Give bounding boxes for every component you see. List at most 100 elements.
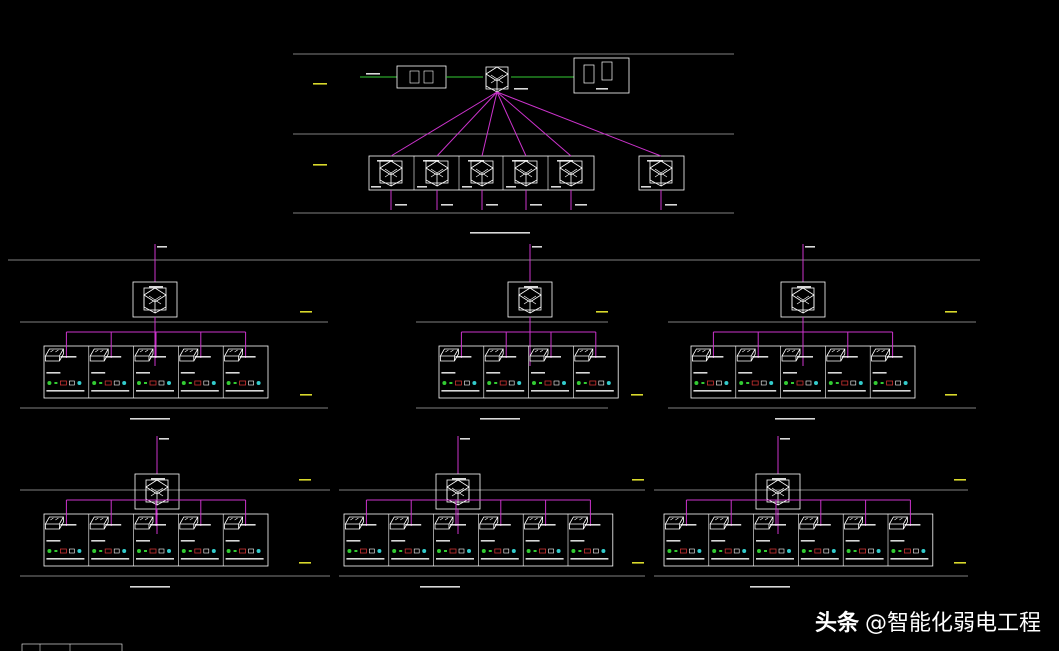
port-indicator xyxy=(181,549,186,553)
access-switch-label xyxy=(589,356,606,358)
port-indicator xyxy=(733,548,740,554)
port-indicator xyxy=(712,549,717,553)
access-switch-label xyxy=(680,524,697,526)
access-switch-label xyxy=(346,540,361,542)
port-indicator xyxy=(158,548,165,554)
server-tower-icon xyxy=(601,61,613,81)
port-indicator xyxy=(701,382,705,384)
port-indicator xyxy=(158,380,165,386)
port-indicator xyxy=(144,550,147,552)
port-spec-label xyxy=(872,390,911,392)
port-indicator xyxy=(47,381,52,385)
access-switch-label xyxy=(756,540,770,542)
access-switch-icon xyxy=(781,348,801,362)
aggregation-switch-icon xyxy=(470,160,494,187)
access-switch-label xyxy=(150,356,166,358)
aggregation-link xyxy=(496,91,572,157)
port-indicator xyxy=(764,550,767,552)
port-indicator xyxy=(167,381,171,385)
aggregation-link xyxy=(496,91,662,157)
section-caption xyxy=(750,586,790,588)
floor-label xyxy=(299,562,311,564)
floor-switch-icon xyxy=(143,287,167,314)
port-spec-label xyxy=(180,390,219,392)
port-indicator xyxy=(422,549,427,553)
port-indicator xyxy=(805,380,812,386)
port-indicator xyxy=(576,381,581,385)
port-indicator xyxy=(99,382,103,384)
access-switch-icon xyxy=(889,516,908,530)
port-indicator xyxy=(472,381,477,385)
port-indicator xyxy=(598,380,605,386)
port-indicator xyxy=(886,380,893,386)
access-switch-icon xyxy=(736,348,756,362)
floor-switch-icon xyxy=(518,287,542,314)
port-indicator xyxy=(517,381,522,385)
access-switch-label xyxy=(711,540,726,542)
access-switch-icon xyxy=(439,348,459,362)
floor-switch-icon xyxy=(766,479,790,506)
port-indicator xyxy=(895,380,901,386)
port-spec-label xyxy=(711,558,750,560)
port-indicator xyxy=(544,380,552,386)
access-switch-icon xyxy=(179,348,199,362)
access-switch-icon xyxy=(224,516,244,530)
port-spec-label xyxy=(783,390,821,392)
access-switch-label xyxy=(904,524,921,526)
uplink-label xyxy=(780,438,790,440)
downlink-label xyxy=(530,204,542,206)
aggregation-switch-icon xyxy=(649,160,673,187)
port-indicator xyxy=(104,548,112,554)
access-switch-icon xyxy=(389,516,409,530)
internet-label xyxy=(366,73,380,75)
access-switch-label xyxy=(225,372,240,374)
downlink-label xyxy=(486,204,498,206)
port-indicator xyxy=(54,382,58,384)
access-switch-label xyxy=(480,540,495,542)
access-switch-icon xyxy=(692,348,711,362)
floor-switch-icon xyxy=(446,479,470,506)
port-indicator xyxy=(859,548,866,554)
section-caption xyxy=(480,418,520,420)
port-indicator xyxy=(742,549,747,553)
port-indicator xyxy=(601,549,606,553)
port-indicator xyxy=(399,550,403,552)
access-switch-label xyxy=(60,524,77,526)
port-indicator xyxy=(194,380,202,386)
access-group xyxy=(339,436,645,588)
firewall-icon xyxy=(423,70,434,84)
port-indicator xyxy=(194,548,202,554)
access-switch-icon xyxy=(434,516,454,530)
port-spec-label xyxy=(391,558,430,560)
port-indicator xyxy=(392,549,397,553)
aggregation-link xyxy=(481,91,498,157)
port-indicator xyxy=(188,550,192,552)
access-switch-label xyxy=(136,372,150,374)
floor-label xyxy=(954,562,966,564)
access-switch-label xyxy=(783,372,797,374)
port-indicator xyxy=(787,549,791,553)
access-switch-label xyxy=(225,540,240,542)
port-spec-label xyxy=(531,390,569,392)
aggregation-switch-label xyxy=(557,160,573,162)
port-indicator xyxy=(211,381,216,385)
port-spec-label xyxy=(346,558,385,560)
access-switch-label xyxy=(886,356,903,358)
port-indicator xyxy=(739,381,744,385)
aggregation-switch-label xyxy=(377,160,393,162)
port-indicator xyxy=(769,381,774,385)
server-box xyxy=(573,57,630,94)
port-indicator xyxy=(347,549,352,553)
port-indicator xyxy=(584,548,591,554)
access-switch-label xyxy=(150,524,166,526)
port-indicator xyxy=(841,380,849,386)
access-switch-label xyxy=(827,372,842,374)
floor-label xyxy=(945,311,957,313)
port-indicator xyxy=(137,381,141,385)
access-switch-label xyxy=(525,540,540,542)
access-switch-icon xyxy=(524,516,543,530)
port-spec-label xyxy=(890,558,929,560)
access-group xyxy=(654,436,968,588)
port-indicator xyxy=(503,548,510,554)
access-group xyxy=(20,244,328,420)
